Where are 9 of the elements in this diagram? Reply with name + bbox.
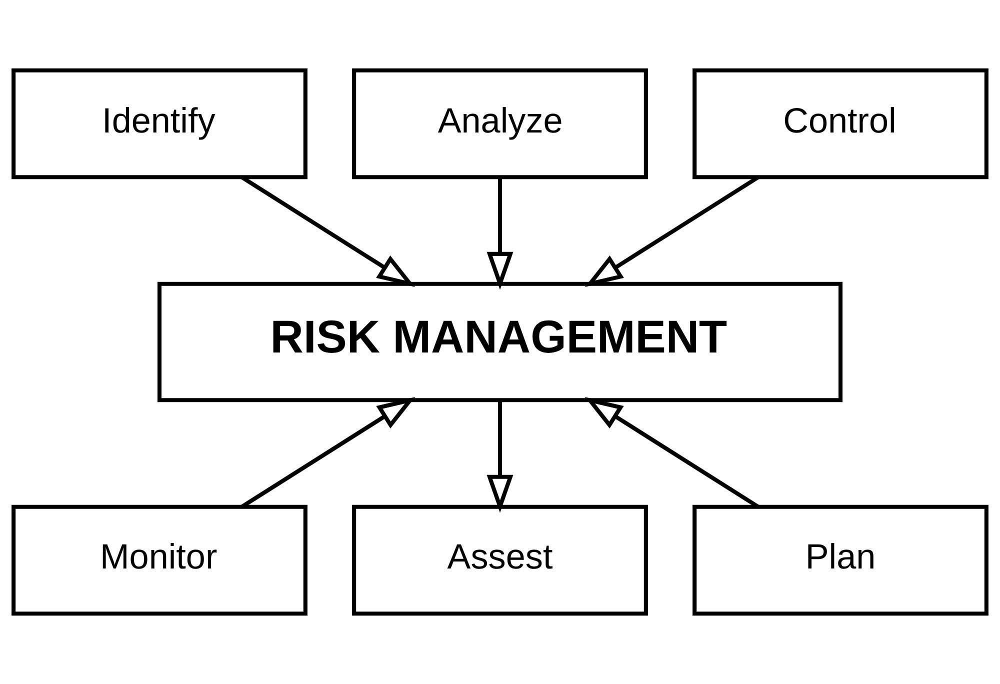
arrow [486,177,514,290]
arrow [486,400,514,513]
node-box: Identify [12,68,308,180]
node-box: Monitor [12,504,308,616]
node-box: Analyze [352,68,648,180]
node-box: Control [692,68,988,180]
node-box: Plan [692,504,988,616]
node-box: RISK MANAGEMENT [157,282,843,402]
node-box: Assest [352,504,648,616]
